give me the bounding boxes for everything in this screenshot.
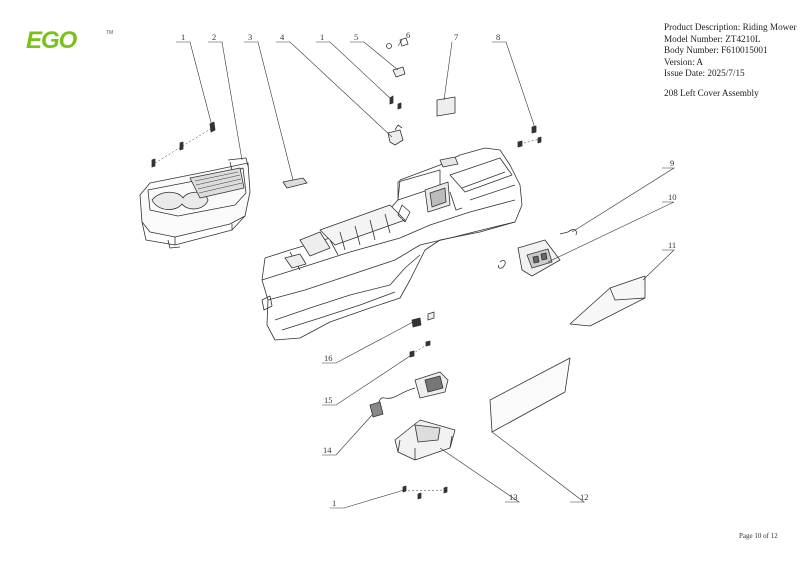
callout-3: 3 xyxy=(248,32,252,42)
foam-pad xyxy=(282,177,308,189)
bracket-4 xyxy=(387,124,404,146)
callout-13: 13 xyxy=(509,492,518,502)
screws-1-bottom xyxy=(402,485,448,500)
nut-6 xyxy=(386,37,409,49)
panel-12 xyxy=(489,357,571,433)
issue-date: Issue Date: 2025/7/15 xyxy=(664,68,745,79)
product-description: Product Description: Riding Mower xyxy=(664,22,797,32)
body-number: Body Number: F610015001 xyxy=(664,45,768,56)
model-number: Model Number: ZT4210L xyxy=(664,33,761,44)
screw-1-top xyxy=(389,95,402,110)
callout-6: 6 xyxy=(406,30,410,40)
logo-trademark: TM xyxy=(106,30,114,36)
callout-15: 15 xyxy=(324,395,333,405)
clip-5 xyxy=(392,66,406,78)
logo-text: EGO xyxy=(26,27,77,54)
leader-lines xyxy=(176,39,676,509)
bracket-13 xyxy=(394,419,456,461)
assembly-dashed-lines xyxy=(154,127,541,492)
callout-14: 14 xyxy=(323,445,332,455)
product-info: Product Description: Riding Mower Model … xyxy=(664,22,796,100)
pad-7 xyxy=(436,96,456,117)
mount-16 xyxy=(411,311,435,328)
page-number: Page 10 of 12 xyxy=(739,532,778,540)
callout-9: 9 xyxy=(670,158,674,168)
callout-4: 4 xyxy=(280,32,285,42)
callout-11: 11 xyxy=(668,240,676,250)
callout-1c: 1 xyxy=(332,498,336,508)
callout-8: 8 xyxy=(496,32,500,42)
callout-1b: 1 xyxy=(320,32,324,42)
ego-logo: EGO TM xyxy=(26,27,114,54)
left-cover-body xyxy=(261,147,523,341)
callout-16: 16 xyxy=(324,353,333,363)
callout-2: 2 xyxy=(212,32,216,42)
switch-panel-10 xyxy=(498,239,561,277)
callout-5: 5 xyxy=(354,32,358,42)
panel-11 xyxy=(569,275,646,327)
callout-10: 10 xyxy=(668,192,677,202)
callout-1a: 1 xyxy=(181,32,185,42)
screw-set-1 xyxy=(151,121,216,168)
assembly-title: 208 Left Cover Assembly xyxy=(664,87,759,98)
version: Version: A xyxy=(664,56,704,67)
cable-9 xyxy=(559,229,577,236)
callout-7: 7 xyxy=(454,32,458,42)
cup-holder-tray xyxy=(139,157,251,249)
callout-12: 12 xyxy=(580,492,589,502)
harness-14 xyxy=(369,371,449,418)
